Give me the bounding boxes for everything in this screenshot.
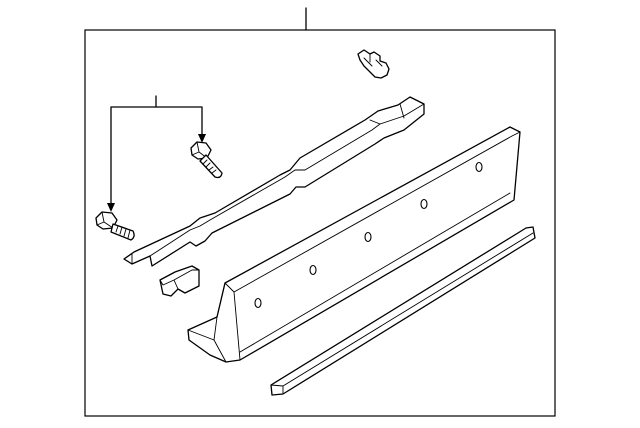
bolt-lower-icon <box>95 211 135 241</box>
mounting-hole-5 <box>475 161 483 173</box>
retainer-icon <box>159 265 200 297</box>
trim-strip-icon <box>270 226 536 396</box>
mounting-hole-2 <box>309 264 317 276</box>
parts-frame <box>84 29 556 417</box>
mounting-hole-1 <box>254 297 262 309</box>
reinforcement-bracket-icon <box>123 96 425 267</box>
bolt-upper-icon <box>190 141 223 179</box>
rocker-panel-icon <box>187 126 521 363</box>
push-clip-icon <box>357 49 390 79</box>
bolt-callout <box>107 95 206 212</box>
mounting-hole-3 <box>364 231 372 243</box>
mounting-hole-4 <box>420 198 428 210</box>
